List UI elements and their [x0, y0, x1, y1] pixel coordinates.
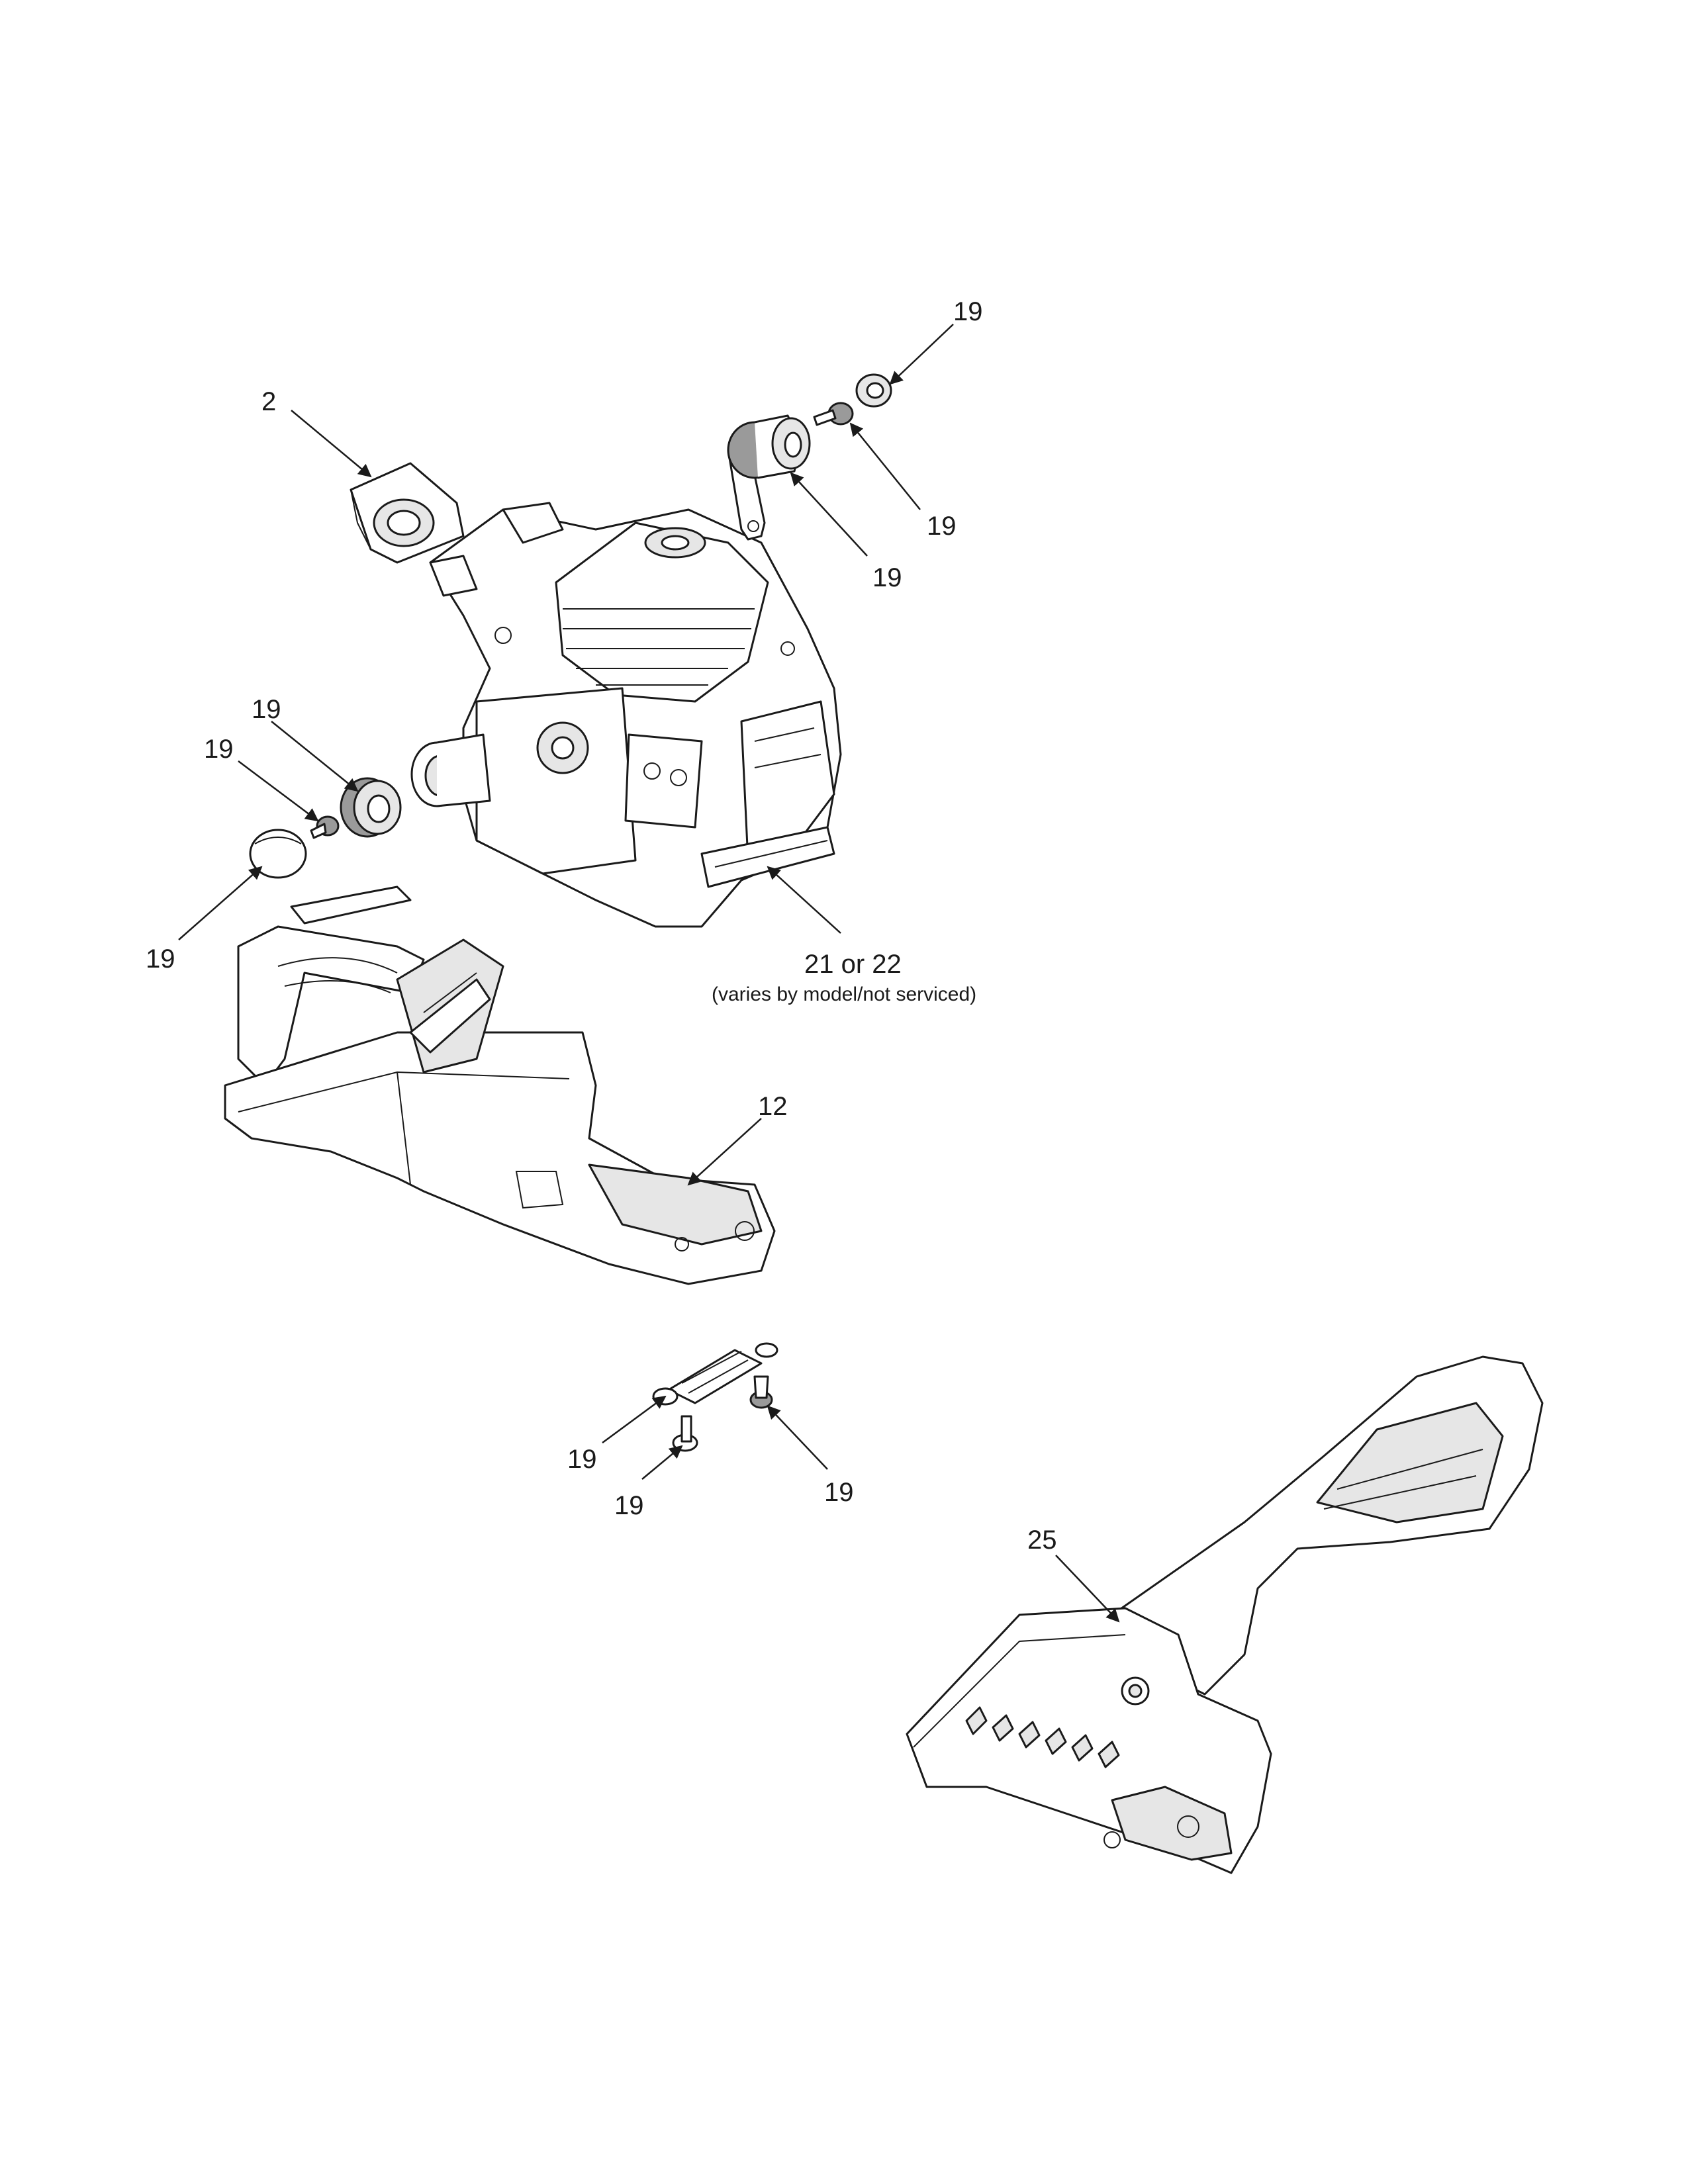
- callout-19-a: 19: [953, 297, 983, 326]
- leader-21: [767, 866, 841, 934]
- callout-19-g: 19: [567, 1445, 597, 1474]
- screw-left: [310, 815, 340, 839]
- callout-2: 2: [261, 387, 276, 416]
- callout-19-f: 19: [146, 944, 175, 974]
- leader-lines: [178, 324, 1120, 1623]
- washer-top: [855, 373, 892, 408]
- leader-19-d: [271, 721, 359, 792]
- leader-19-g: [602, 1395, 667, 1444]
- callout-21-note: (varies by model/not serviced): [712, 983, 976, 1005]
- engine-crankcase-assembly: [410, 502, 842, 928]
- callout-19-c: 19: [872, 563, 902, 592]
- part-25-brake-handle: [906, 1355, 1544, 1874]
- callout-25: 25: [1027, 1525, 1057, 1555]
- leader-2: [291, 410, 372, 478]
- plug-cap: [249, 829, 307, 879]
- leader-12: [687, 1118, 762, 1186]
- part-2-cover: [350, 462, 465, 564]
- callout-12: 12: [758, 1092, 788, 1121]
- callout-19-h: 19: [614, 1491, 644, 1520]
- leader-19-c: [790, 472, 868, 557]
- callout-19-d: 19: [252, 695, 281, 724]
- leader-25: [1055, 1555, 1120, 1623]
- callout-labels: 2 19 19 19 19 19 19 21 or 22 (varies by …: [146, 297, 1057, 1555]
- callout-19-b: 19: [927, 512, 957, 541]
- leader-19-b: [849, 422, 921, 510]
- callout-21-or-22: 21 or 22: [804, 950, 902, 979]
- screw-top: [813, 402, 854, 426]
- leader-19-i: [767, 1405, 828, 1470]
- leader-19-f: [178, 866, 263, 940]
- pin: [672, 1415, 698, 1452]
- callout-19-i: 19: [824, 1478, 854, 1507]
- callout-19-e: 19: [204, 735, 234, 764]
- leader-19-a: [889, 324, 954, 385]
- leader-19-h: [641, 1445, 683, 1480]
- part-12-rear-handle: [224, 886, 776, 1285]
- leader-19-e: [238, 760, 319, 822]
- screw-mid-right: [749, 1375, 773, 1409]
- av-mount-left: [340, 777, 402, 838]
- av-mount-bracket: [727, 414, 811, 541]
